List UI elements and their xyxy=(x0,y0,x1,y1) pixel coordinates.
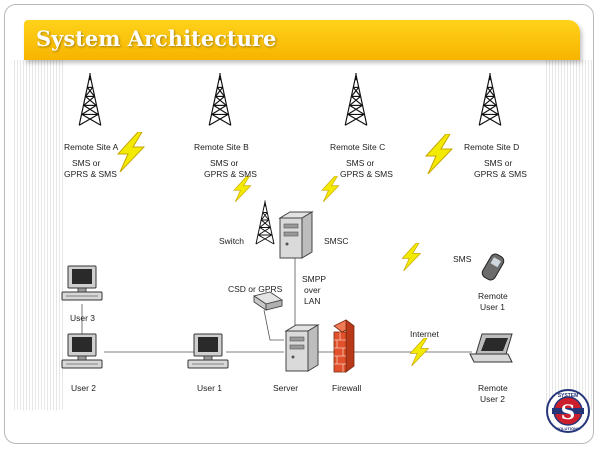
site-d-name: Remote Site D xyxy=(464,142,519,152)
site-b-name: Remote Site B xyxy=(194,142,249,152)
left-stripe-pattern xyxy=(12,60,64,410)
lightning-icon-site-b xyxy=(233,176,252,202)
user1-label: User 1 xyxy=(197,383,222,393)
main-server-icon xyxy=(285,324,319,372)
lightning-icon-sms xyxy=(401,243,421,271)
slide-title: System Architecture xyxy=(36,26,277,51)
server-label: Server xyxy=(273,383,298,393)
tower-icon-site-c xyxy=(344,72,368,126)
user2-computer-icon xyxy=(61,333,103,369)
site-a-line2: GPRS & SMS xyxy=(64,169,117,179)
smpp-label-line2: over xyxy=(304,285,321,295)
system-solutions-logo: S SYSTEM SOLUTIONS xyxy=(546,389,590,433)
user3-computer-icon xyxy=(61,265,103,301)
mobile-phone-icon xyxy=(481,253,505,281)
tower-icon-site-d xyxy=(478,72,502,126)
csd-gprs-label: CSD or GPRS xyxy=(228,284,283,294)
site-a-name: Remote Site A xyxy=(64,142,119,152)
lightning-icon-site-a xyxy=(117,132,145,172)
site-a-line1: SMS or xyxy=(72,158,101,168)
logo-bottom-text: SOLUTIONS xyxy=(556,426,580,431)
smpp-label-line1: SMPP xyxy=(302,274,326,284)
remote-user2-label-line1: Remote xyxy=(478,383,508,393)
site-c-line2: GPRS & SMS xyxy=(340,169,393,179)
site-d-line2: GPRS & SMS xyxy=(474,169,527,179)
title-bar: System Architecture xyxy=(24,20,580,60)
tower-icon-site-b xyxy=(208,72,232,126)
user1-computer-icon xyxy=(187,333,229,369)
switch-label: Switch xyxy=(219,236,244,246)
remote-user1-label-line1: Remote xyxy=(478,291,508,301)
smsc-label: SMSC xyxy=(324,236,349,246)
modem-icon xyxy=(252,291,284,311)
laptop-icon xyxy=(469,333,513,363)
logo-letter: S xyxy=(561,400,575,424)
sms-label: SMS xyxy=(453,254,472,264)
link-modem-server xyxy=(263,309,284,341)
firewall-icon xyxy=(333,319,355,373)
logo-top-text: SYSTEM xyxy=(558,393,579,399)
site-b-line2: GPRS & SMS xyxy=(204,169,257,179)
tower-icon-switch xyxy=(255,199,275,245)
lightning-icon-site-c xyxy=(321,176,340,202)
user2-label: User 2 xyxy=(71,383,96,393)
site-c-line1: SMS or xyxy=(346,158,375,168)
site-b-line1: SMS or xyxy=(210,158,239,168)
internet-label: Internet xyxy=(410,329,439,339)
smsc-server-icon xyxy=(279,211,313,259)
site-c-name: Remote Site C xyxy=(330,142,385,152)
smpp-label-line3: LAN xyxy=(304,296,321,306)
site-d-line1: SMS or xyxy=(484,158,513,168)
tower-icon-site-a xyxy=(78,72,102,126)
lightning-icon-site-d xyxy=(425,134,453,174)
right-stripe-pattern xyxy=(544,60,592,410)
remote-user1-label-line2: User 1 xyxy=(480,302,505,312)
remote-user2-label-line2: User 2 xyxy=(480,394,505,404)
user3-label: User 3 xyxy=(70,313,95,323)
firewall-label: Firewall xyxy=(332,383,361,393)
